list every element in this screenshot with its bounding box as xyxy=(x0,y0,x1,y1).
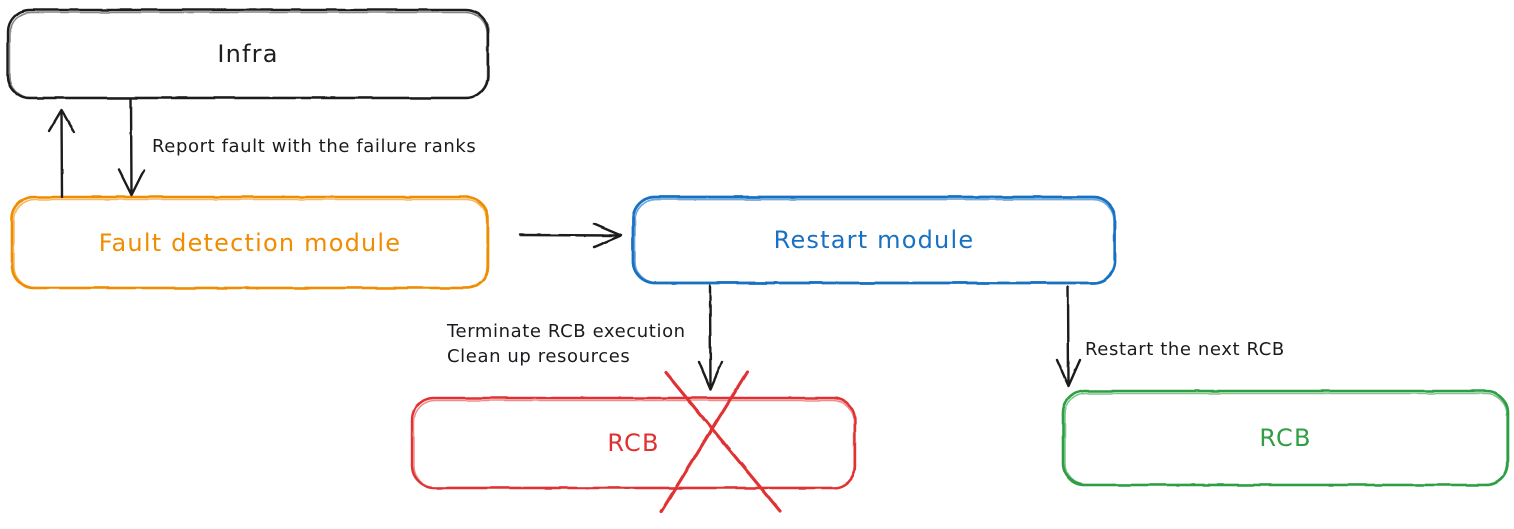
edge-label-restart-next-rcb: Restart the next RCB xyxy=(1085,337,1285,362)
node-box-fault-detection-module[interactable] xyxy=(10,195,490,290)
arrow-restart-to-rcb-restarted xyxy=(1055,285,1082,388)
edge-label-report-fault: Report fault with the failure ranks xyxy=(152,134,476,159)
x-cross-mark xyxy=(659,370,782,514)
edge-label-restart-next-rcb-text: Restart the next RCB xyxy=(1085,339,1285,360)
edge-label-terminate-rcb-line1: Terminate RCB execution xyxy=(447,321,686,342)
node-box-rcb-terminated[interactable] xyxy=(410,396,857,490)
edge-label-report-fault-text: Report fault with the failure ranks xyxy=(152,136,477,157)
arrow-fault-to-infra xyxy=(47,108,76,199)
node-box-infra[interactable] xyxy=(6,8,490,100)
arrow-restart-to-rcb-terminated xyxy=(697,283,724,391)
edge-label-terminate-rcb-line2: Clean up resources xyxy=(447,346,631,367)
node-box-rcb-restarted[interactable] xyxy=(1061,389,1510,487)
edge-label-terminate-rcb: Terminate RCB execution Clean up resourc… xyxy=(447,319,686,369)
node-box-restart-module[interactable] xyxy=(631,195,1117,285)
arrow-infra-to-fault xyxy=(117,97,146,197)
arrow-fault-to-restart xyxy=(518,222,623,249)
